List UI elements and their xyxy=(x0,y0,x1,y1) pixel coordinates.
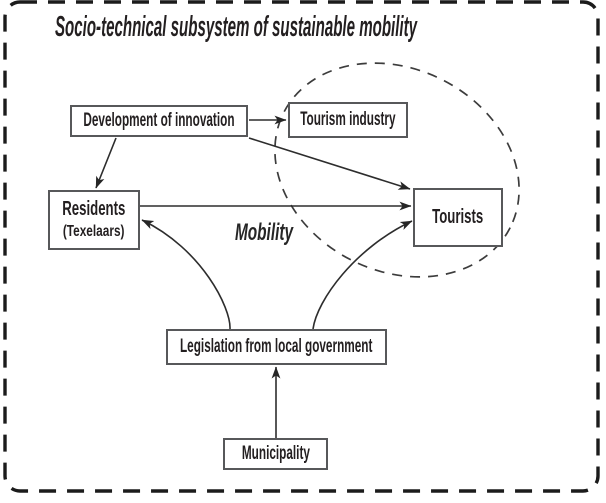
page-title: Socio-technical subsystem of sustainable… xyxy=(55,11,606,44)
node-tourists: Tourists xyxy=(413,188,503,247)
mobility-annotation-text: Mobility xyxy=(235,219,294,246)
edge-development-to-residents-arrow xyxy=(95,137,117,189)
outer-dashed-border xyxy=(3,0,600,493)
edge-legislation-to-residents-arrow xyxy=(141,219,231,330)
node-label: Tourism industry xyxy=(300,109,396,131)
tourism-group-dashed-ellipse xyxy=(274,62,520,278)
node-sublabel: (Texelaars) xyxy=(63,223,125,241)
page-title-text: Socio-technical subsystem of sustainable… xyxy=(55,11,418,43)
edge-development-to-tourists-arrow xyxy=(248,137,411,190)
mobility-annotation: Mobility xyxy=(235,219,326,247)
node-label: Residents xyxy=(62,198,126,221)
edge-legislation-to-tourists-arrow xyxy=(312,220,413,330)
node-legislation-from-local-government: Legislation from local government xyxy=(166,329,387,365)
node-municipality: Municipality xyxy=(223,438,328,470)
node-label: Development of innovation xyxy=(83,110,235,132)
node-development-of-innovation: Development of innovation xyxy=(70,105,248,137)
node-tourism-industry: Tourism industry xyxy=(288,102,408,138)
node-label: Tourists xyxy=(432,206,484,228)
node-label: Municipality xyxy=(241,443,310,465)
node-label: Legislation from local government xyxy=(180,336,373,358)
node-residents: Residents (Texelaars) xyxy=(48,190,140,250)
